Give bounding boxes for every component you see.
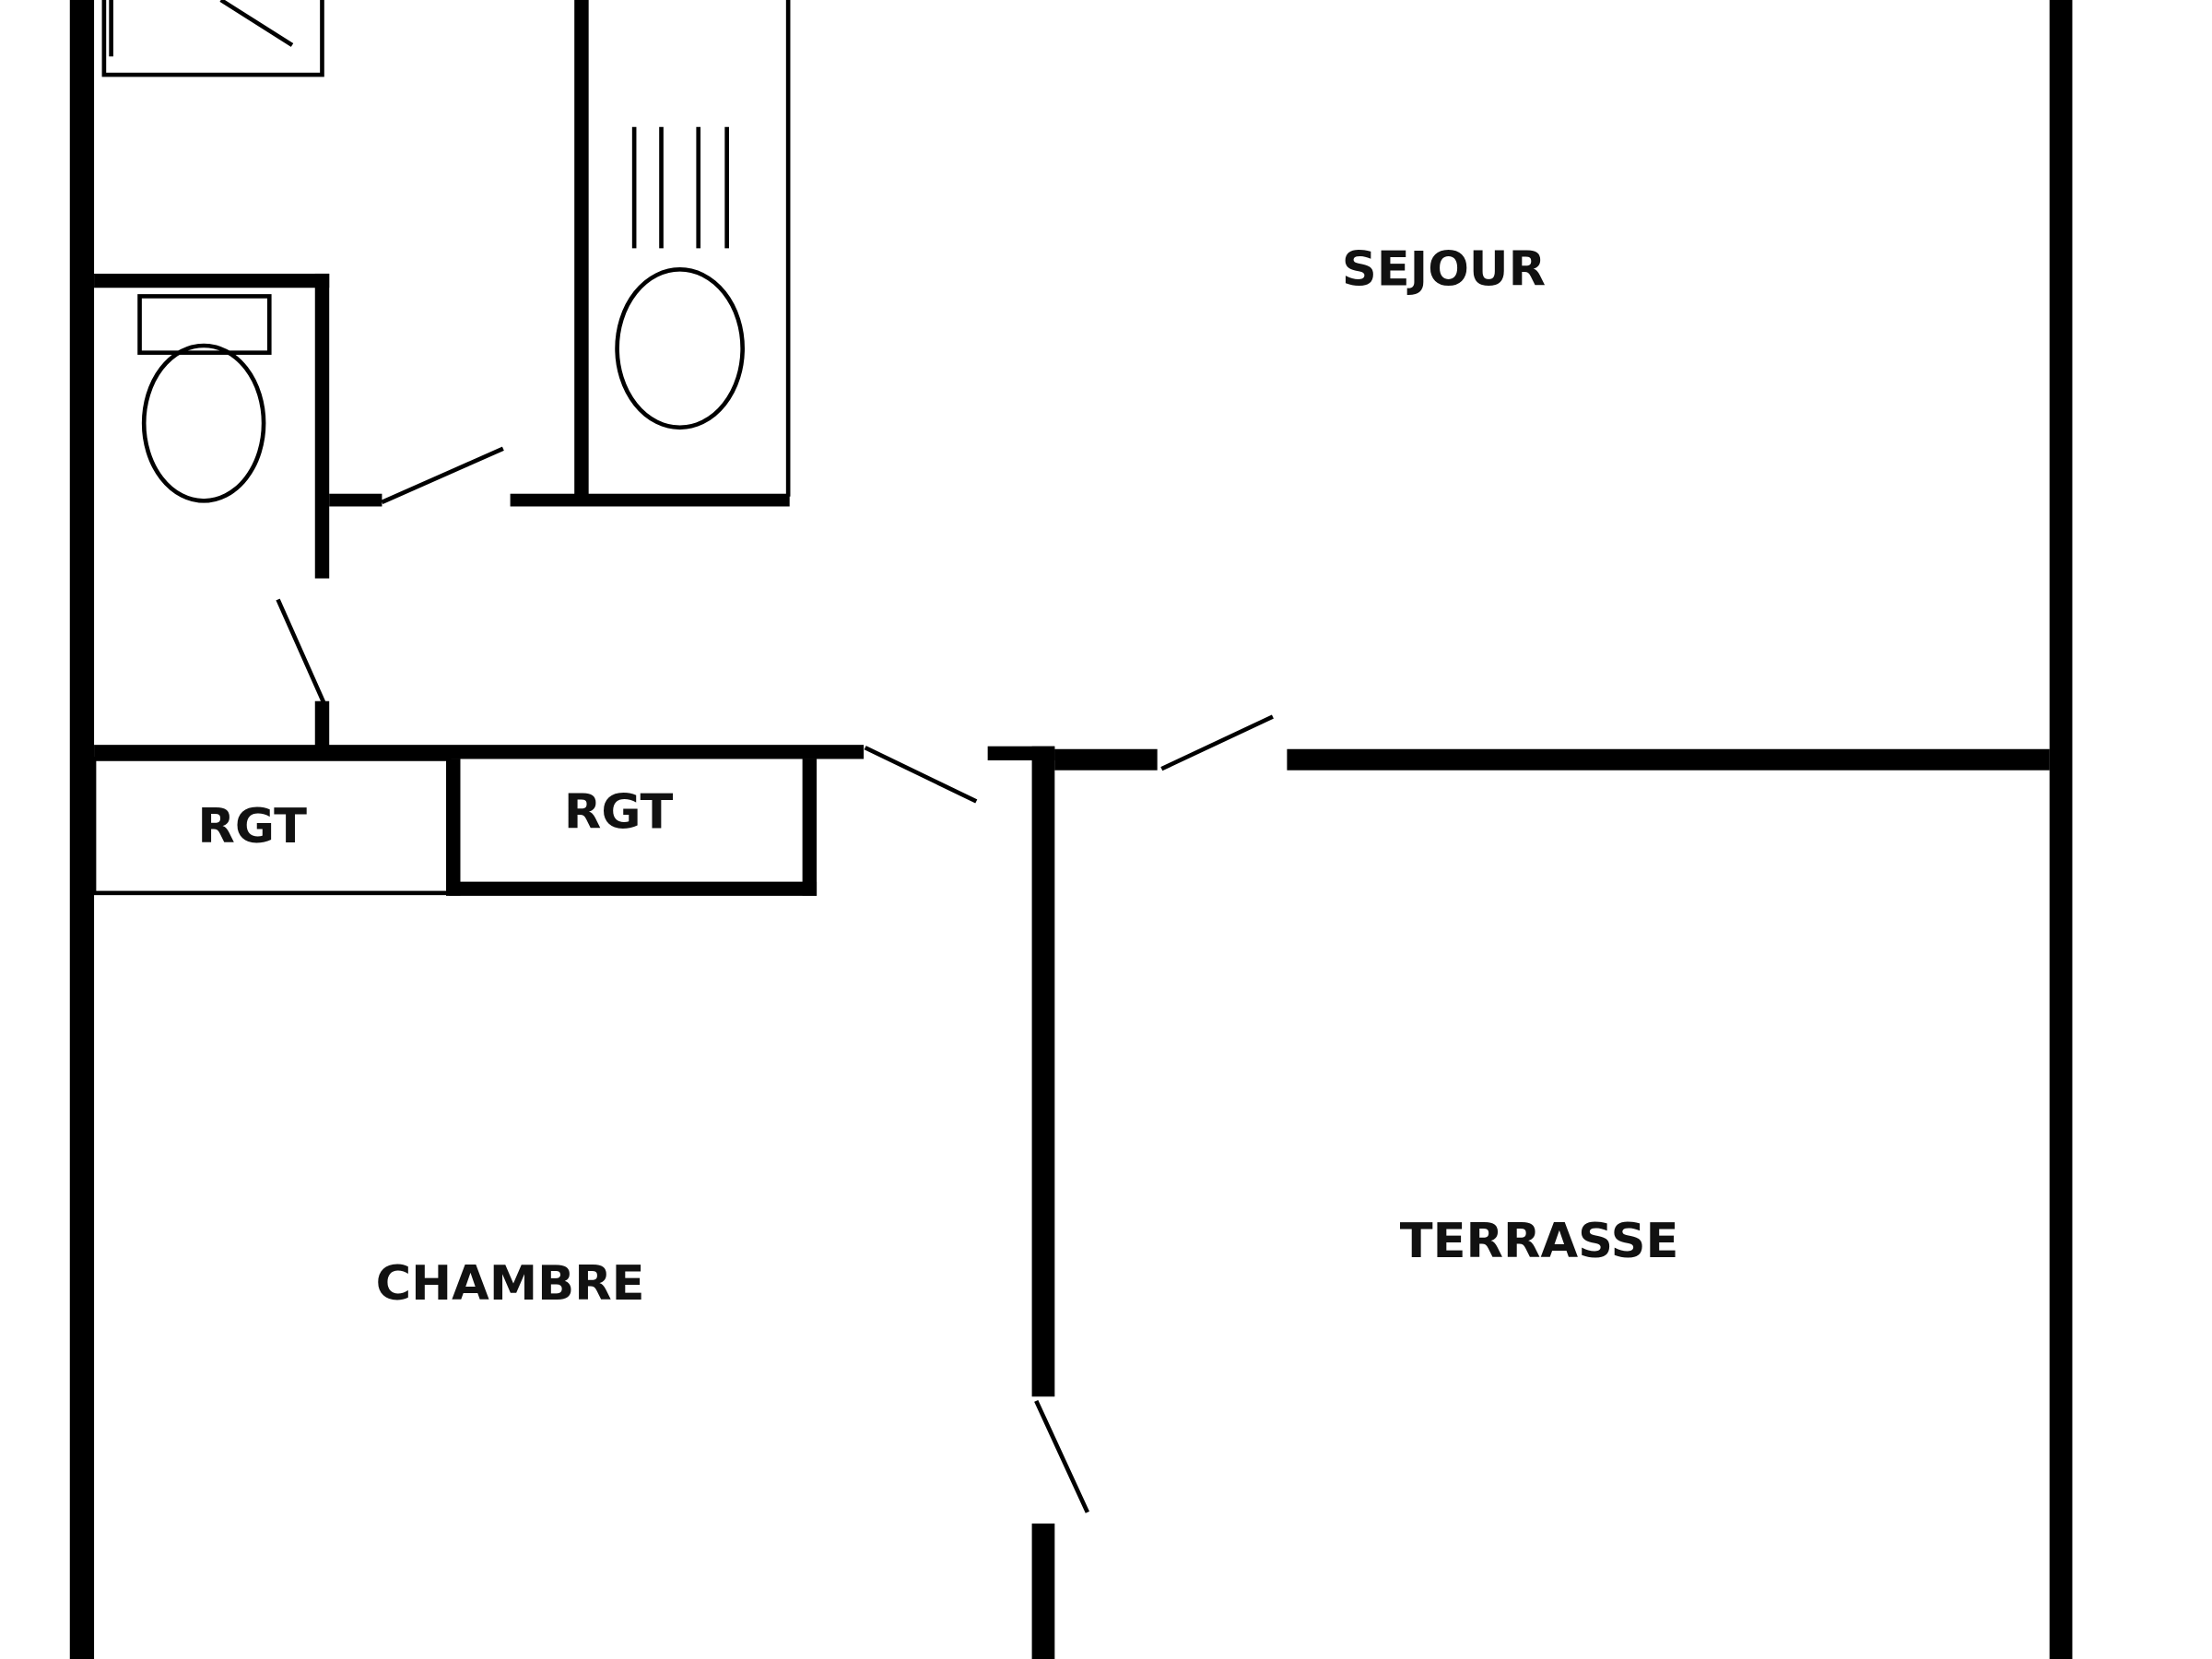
right-exterior-wall: [2049, 0, 2073, 1659]
toilet-bowl-icon: [141, 343, 266, 503]
toilet-tank-icon: [137, 294, 272, 355]
fixtures: [91, 0, 791, 896]
shower-diagonal: [219, 0, 294, 47]
corridor-wall: [94, 745, 865, 759]
wc-right-wall: [314, 273, 330, 579]
rgt2-right-wall: [802, 759, 818, 896]
room-label-rgt-2: RGT: [564, 784, 674, 841]
rgt1-closet: [91, 757, 452, 896]
left-exterior-wall: [69, 0, 95, 1659]
room-label-sejour: SEJOUR: [1342, 241, 1546, 298]
walls: [69, 0, 2073, 1659]
partition-wall-lower: [1031, 1524, 1055, 1659]
bathroom-bottom-wall: [510, 493, 790, 507]
sejour-wall-right: [1287, 748, 2050, 771]
door-swing-chambre[interactable]: [864, 746, 978, 804]
bathroom-wall: [574, 0, 589, 505]
washbasin-icon: [615, 267, 745, 430]
room-labels: SEJOUR RGT RGT CHAMBRE TERRASSE: [197, 241, 1678, 1312]
door-swing-sejour[interactable]: [1160, 714, 1274, 771]
rgt2-bottom-wall: [449, 881, 818, 896]
wc-door-stub: [329, 493, 382, 507]
door-swing-bathroom[interactable]: [381, 446, 504, 504]
wc-top-wall: [94, 273, 330, 288]
sejour-wall-left: [1054, 748, 1158, 771]
room-label-rgt-1: RGT: [197, 798, 307, 854]
partition-wall-upper: [1031, 746, 1055, 1397]
shower-tray: [101, 0, 324, 77]
wc-lower-stub: [314, 700, 330, 749]
room-label-chambre: CHAMBRE: [376, 1255, 645, 1312]
door-swing-wc[interactable]: [276, 598, 327, 707]
room-label-terrasse: TERRASSE: [1400, 1213, 1679, 1269]
door-swing-terrasse[interactable]: [1034, 1399, 1090, 1513]
doors: [276, 446, 1274, 1513]
